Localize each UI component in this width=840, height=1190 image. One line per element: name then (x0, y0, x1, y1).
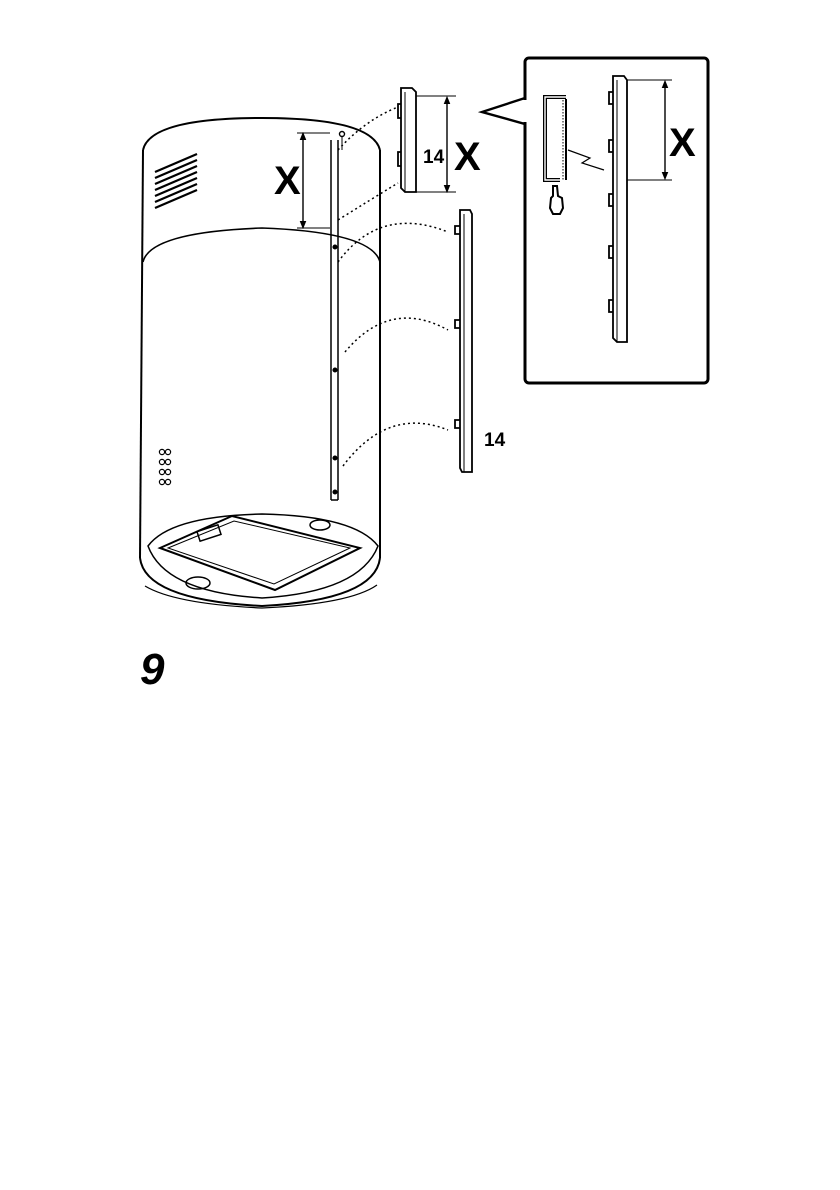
fixed-rail (331, 140, 338, 500)
step-number: 9 (140, 648, 164, 692)
loose-rail (455, 210, 472, 472)
bracket-dimension (416, 96, 456, 192)
hood-cylinder (140, 118, 380, 608)
grease-filter (148, 514, 378, 598)
upper-bracket (398, 88, 416, 192)
detail-callout (482, 58, 708, 383)
height-x-label-main: X (274, 159, 301, 203)
bracket-length-label: 14 (423, 147, 445, 168)
height-x-label-detail: X (669, 121, 696, 165)
vent-grille (155, 154, 197, 208)
rail-length-label: 14 (484, 430, 506, 451)
control-buttons (159, 449, 170, 484)
height-x-label-bracket: X (454, 135, 481, 179)
